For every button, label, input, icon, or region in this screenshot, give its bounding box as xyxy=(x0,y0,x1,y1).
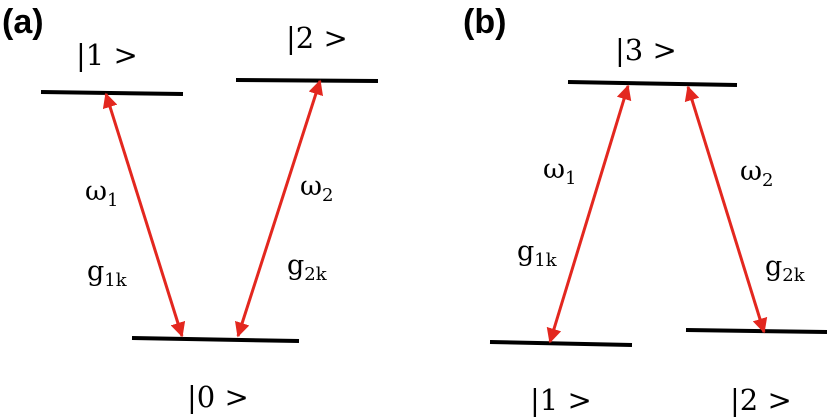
panel-a-g-1k-label: g1k xyxy=(87,256,128,291)
panel-b-g-2k-label: g2k xyxy=(765,251,806,286)
panel-b-omega-1-label: ω1 xyxy=(543,154,576,189)
panel-b-state-1-label: |1 > xyxy=(530,383,592,417)
panel-a-level-0 xyxy=(131,336,300,343)
panel-b-level-1 xyxy=(489,340,633,347)
panel-a-state-2-label: |2 > xyxy=(286,21,348,55)
panel-a-state-0-label: |0 > xyxy=(187,380,249,414)
panel-a-omega-1-label: ω1 xyxy=(85,176,118,211)
panel-a-omega-2-label: ω2 xyxy=(300,171,333,206)
panel-b-level-3 xyxy=(567,80,738,87)
panel-b-level-2 xyxy=(685,328,827,334)
panel-a-level-1 xyxy=(40,90,184,96)
panel-a-g-2k-label: g2k xyxy=(287,250,328,285)
panel-b-omega-2-label: ω2 xyxy=(740,156,773,191)
panel-a-label: (a) xyxy=(2,3,44,41)
panel-a-state-1-label: |1 > xyxy=(76,38,138,72)
panel-b-state-3-label: |3 > xyxy=(615,33,677,67)
panel-b: (b) |3 > |1 > |2 > ω1 g1k ω2 g2k xyxy=(463,3,827,417)
panel-a-level-2 xyxy=(235,78,379,83)
panel-b-label: (b) xyxy=(463,3,506,41)
panel-a-transition-1-arrow xyxy=(102,92,186,338)
panel-b-g-1k-label: g1k xyxy=(517,236,558,271)
panel-a: (a) |1 > |2 > |0 > ω1 g1k ω2 g2k xyxy=(2,3,379,414)
panel-b-state-2-label: |2 > xyxy=(730,383,792,417)
panel-a-transition-2-arrow xyxy=(234,79,324,338)
panel-b-transition-1-arrow xyxy=(546,84,632,344)
panel-b-transition-2-arrow xyxy=(684,85,768,334)
